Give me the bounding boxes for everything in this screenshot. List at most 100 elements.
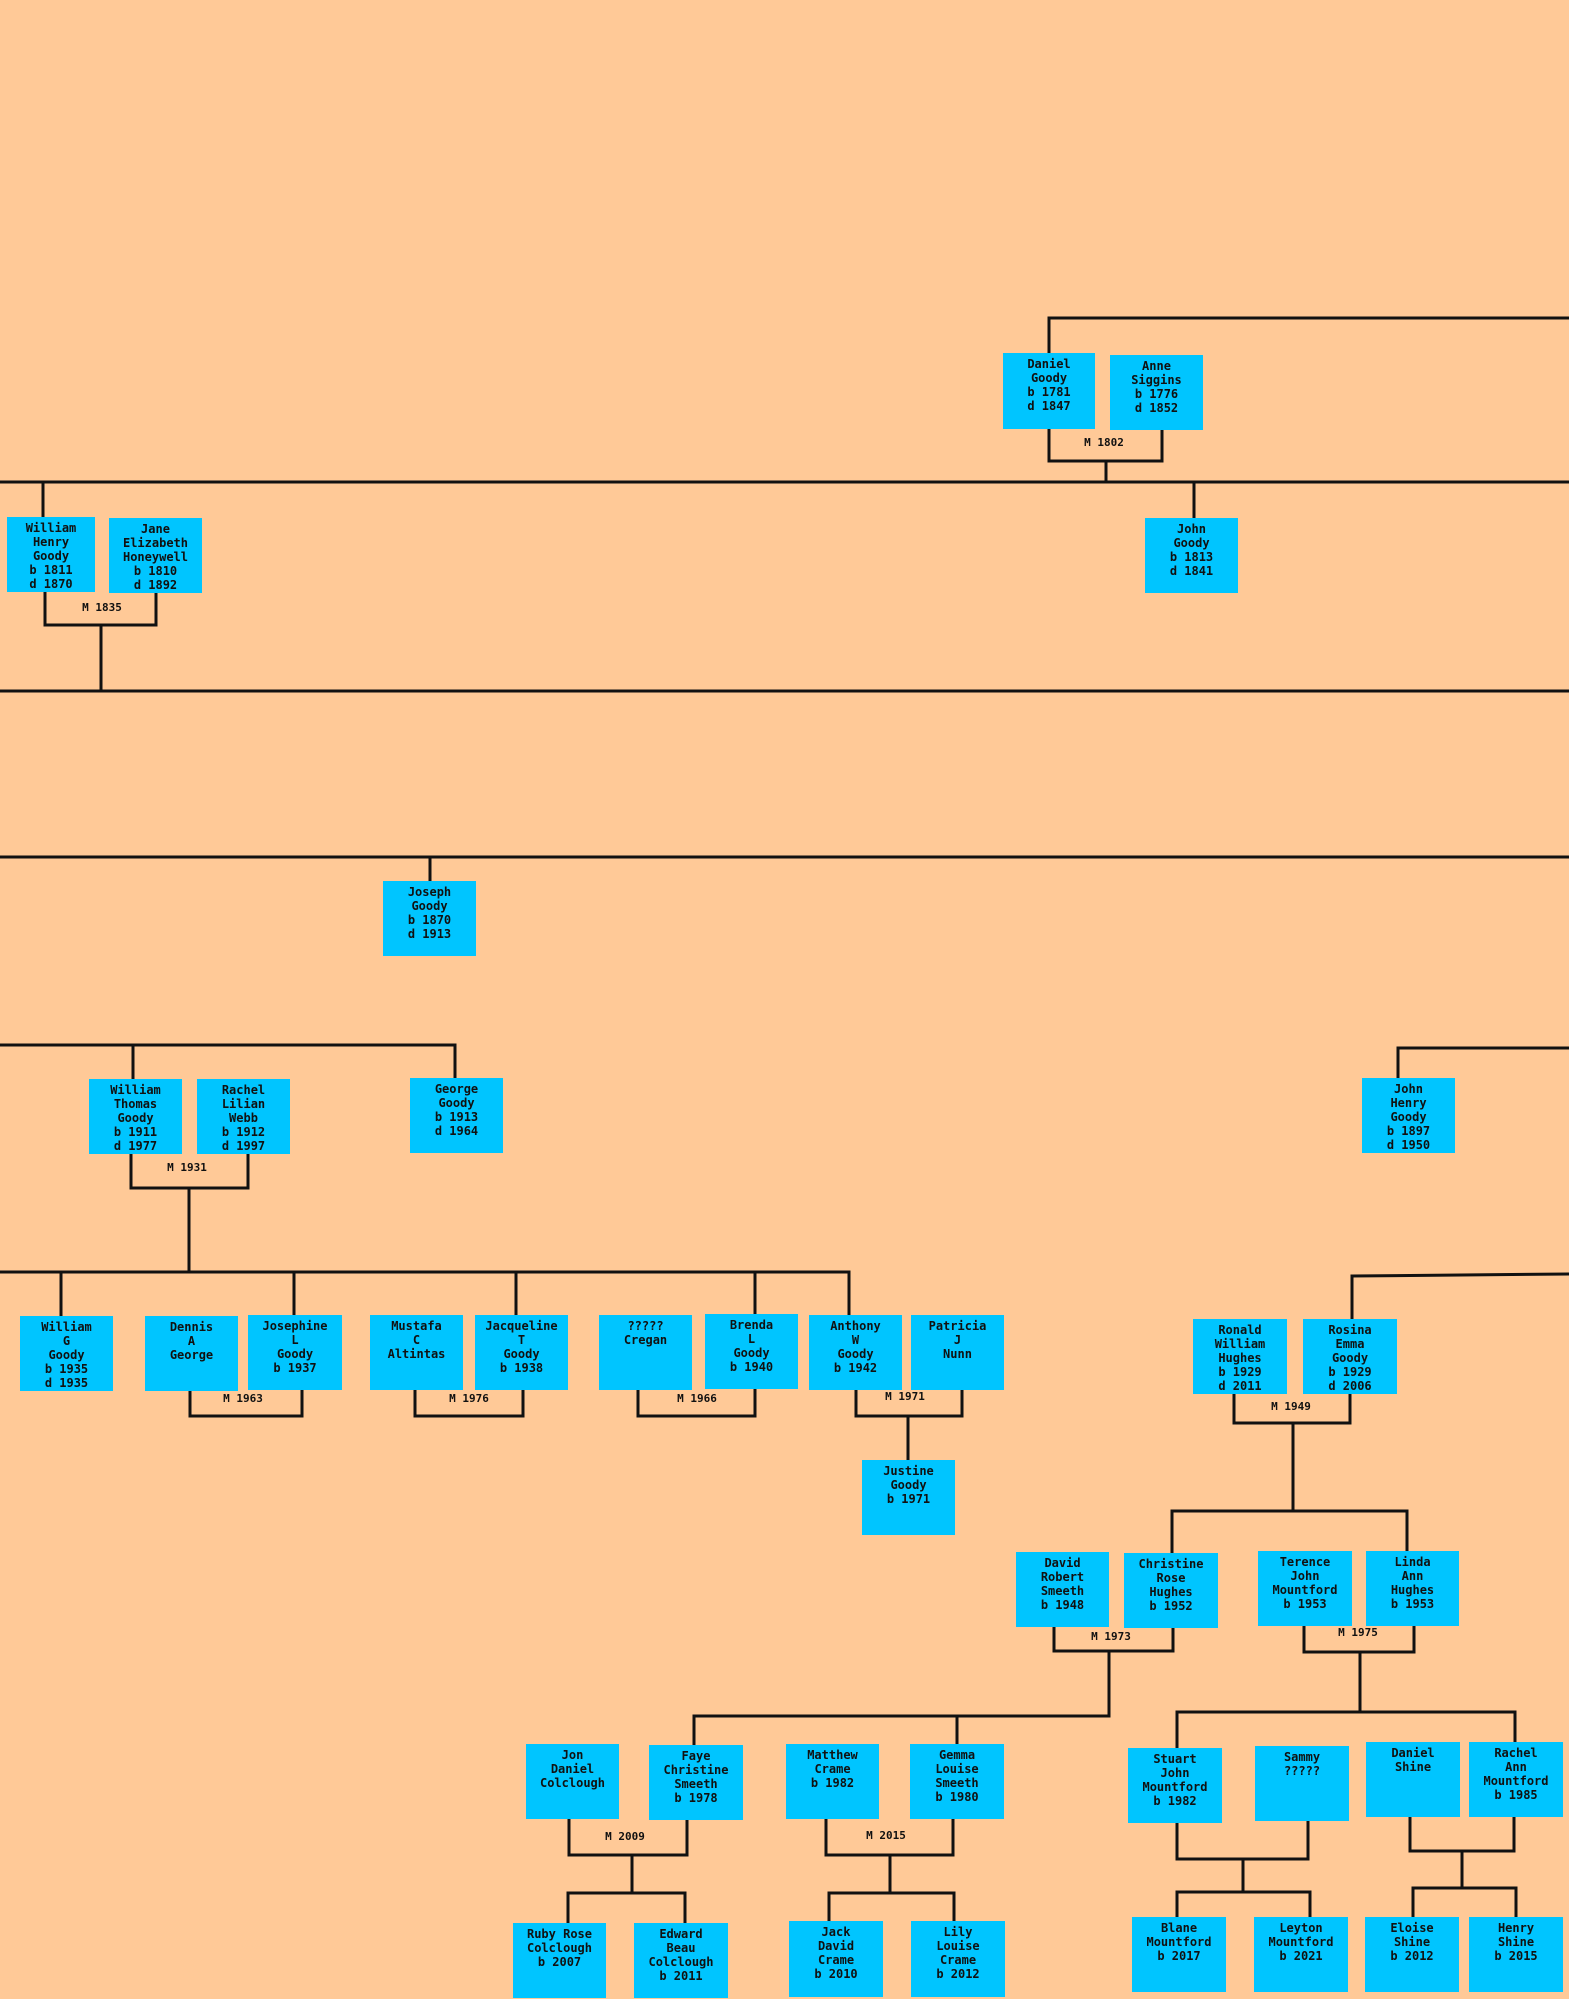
marriage-label-m-1802: M 1802: [1084, 436, 1124, 449]
person-line: b 1953: [1390, 1597, 1435, 1611]
person-line: L: [291, 1333, 299, 1347]
person-line: Leyton: [1279, 1921, 1323, 1935]
person-line: b 1985: [1494, 1788, 1538, 1802]
person-line: b 1935: [44, 1362, 89, 1376]
person-line: William: [41, 1320, 92, 1334]
person-line: A: [187, 1334, 196, 1348]
person-line: Jacqueline: [485, 1319, 558, 1333]
person-line: d 1964: [434, 1124, 479, 1138]
person-line: d 1997: [221, 1139, 266, 1153]
person-line: Colclough: [648, 1955, 714, 1969]
person-line: C: [412, 1333, 421, 1347]
person-line: b 1913: [434, 1110, 479, 1124]
person-line: Louise: [936, 1939, 980, 1953]
person-line: Elizabeth: [122, 536, 189, 550]
person-line: Louise: [935, 1762, 979, 1776]
person-line: Faye: [681, 1749, 711, 1763]
person-line: Smeeth: [674, 1777, 718, 1791]
person-line: b 2017: [1157, 1949, 1201, 1963]
person-line: Lilian: [221, 1097, 266, 1111]
person-line: b 1982: [1153, 1794, 1197, 1808]
person-line: b 1870: [407, 913, 452, 927]
person-line: Rachel: [1494, 1746, 1538, 1760]
person-line: Josephine: [262, 1319, 328, 1333]
person-line: b 1810: [133, 564, 178, 578]
person-line: Daniel: [1027, 357, 1071, 371]
person-line: Brenda: [729, 1318, 774, 1332]
person-line: John: [1177, 522, 1206, 536]
person-line: Goody: [32, 549, 70, 563]
person-line: b 1911: [113, 1125, 158, 1139]
connector-line: [1350, 1272, 1569, 1278]
person-unknown-cregan: ?????Cregan: [599, 1315, 692, 1390]
person-line: Christine: [1138, 1557, 1204, 1571]
person-line: b 2010: [814, 1967, 858, 1981]
marriage-label-m-2009: M 2009: [605, 1830, 645, 1843]
person-line: Beau: [666, 1941, 696, 1955]
person-sammy-unknown: Sammy?????: [1255, 1746, 1349, 1821]
person-line: John: [1290, 1569, 1320, 1583]
person-line: William: [1214, 1337, 1266, 1351]
person-line: Crame: [814, 1762, 851, 1776]
marriage-label-m-1966: M 1966: [677, 1392, 717, 1405]
person-line: Emma: [1335, 1337, 1365, 1351]
marriage-label-m-1976: M 1976: [449, 1392, 489, 1405]
person-line: Henry: [1497, 1921, 1535, 1935]
person-line: Blane: [1160, 1921, 1198, 1935]
person-line: Ann: [1401, 1569, 1424, 1583]
person-line: Jack: [821, 1925, 851, 1939]
person-line: b 2015: [1494, 1949, 1538, 1963]
person-line: Terence: [1279, 1555, 1331, 1569]
person-line: b 1953: [1283, 1597, 1327, 1611]
person-line: Hughes: [1218, 1351, 1262, 1365]
person-line: d 2011: [1218, 1379, 1262, 1393]
person-line: Goody: [1390, 1110, 1427, 1124]
person-line: Rosina: [1328, 1323, 1372, 1337]
person-line: b 1781: [1027, 385, 1071, 399]
person-line: Justine: [883, 1464, 934, 1478]
person-line: Cregan: [623, 1333, 668, 1347]
person-line: David: [1044, 1556, 1081, 1570]
person-line: d 2006: [1328, 1379, 1372, 1393]
person-line: Matthew: [807, 1748, 858, 1762]
person-line: Goody: [837, 1347, 874, 1361]
person-line: Rachel: [221, 1083, 266, 1097]
person-line: Altintas: [387, 1347, 446, 1361]
person-line: b 1978: [674, 1791, 718, 1805]
person-line: Eloise: [1390, 1921, 1434, 1935]
person-line: Crame: [817, 1953, 855, 1967]
person-line: Henry: [1390, 1096, 1427, 1110]
person-line: Robert: [1040, 1570, 1085, 1584]
person-line: d 1852: [1134, 401, 1179, 415]
person-line: Webb: [229, 1111, 258, 1125]
person-line: d 1935: [44, 1376, 89, 1390]
person-line: Jon: [561, 1748, 584, 1762]
person-line: b 1971: [886, 1492, 931, 1506]
person-line: Goody: [438, 1096, 475, 1110]
person-line: b 1776: [1134, 387, 1179, 401]
person-line: George: [434, 1082, 479, 1096]
person-line: Goody: [48, 1348, 85, 1362]
marriage-label-m-1971: M 1971: [885, 1390, 925, 1403]
person-line: Linda: [1394, 1555, 1431, 1569]
